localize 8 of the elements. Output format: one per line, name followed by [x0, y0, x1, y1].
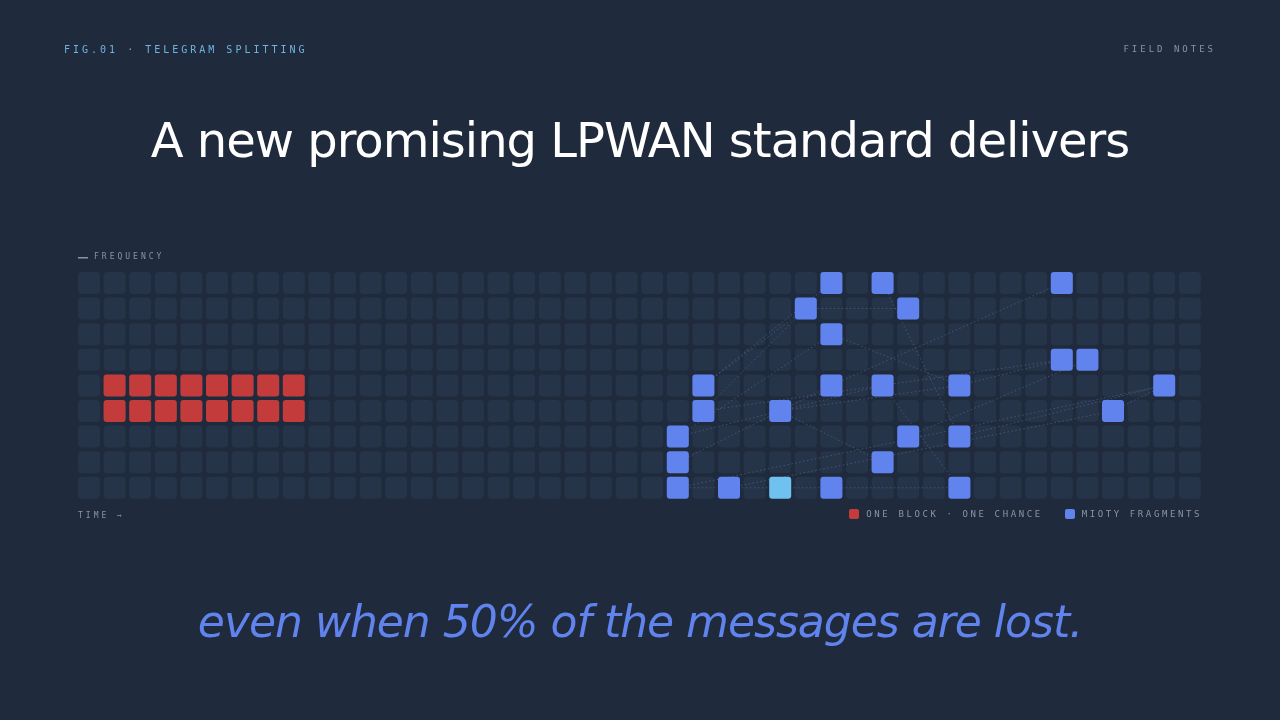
caption: even when 50% of the messages are lost.: [196, 596, 1084, 647]
axis-label: FREQUENCY: [94, 252, 165, 261]
legend-label: MIOTY FRAGMENTS: [1081, 509, 1202, 519]
axis-label: TIME →: [78, 511, 125, 520]
header-note: FIELD NOTES: [1123, 44, 1216, 54]
legend-label: ONE BLOCK · ONE CHANCE: [866, 509, 1043, 519]
figure-label: FIG.01 · TELEGRAM SPLITTING: [64, 44, 308, 55]
title: A new promising LPWAN standard delivers: [149, 112, 1131, 168]
